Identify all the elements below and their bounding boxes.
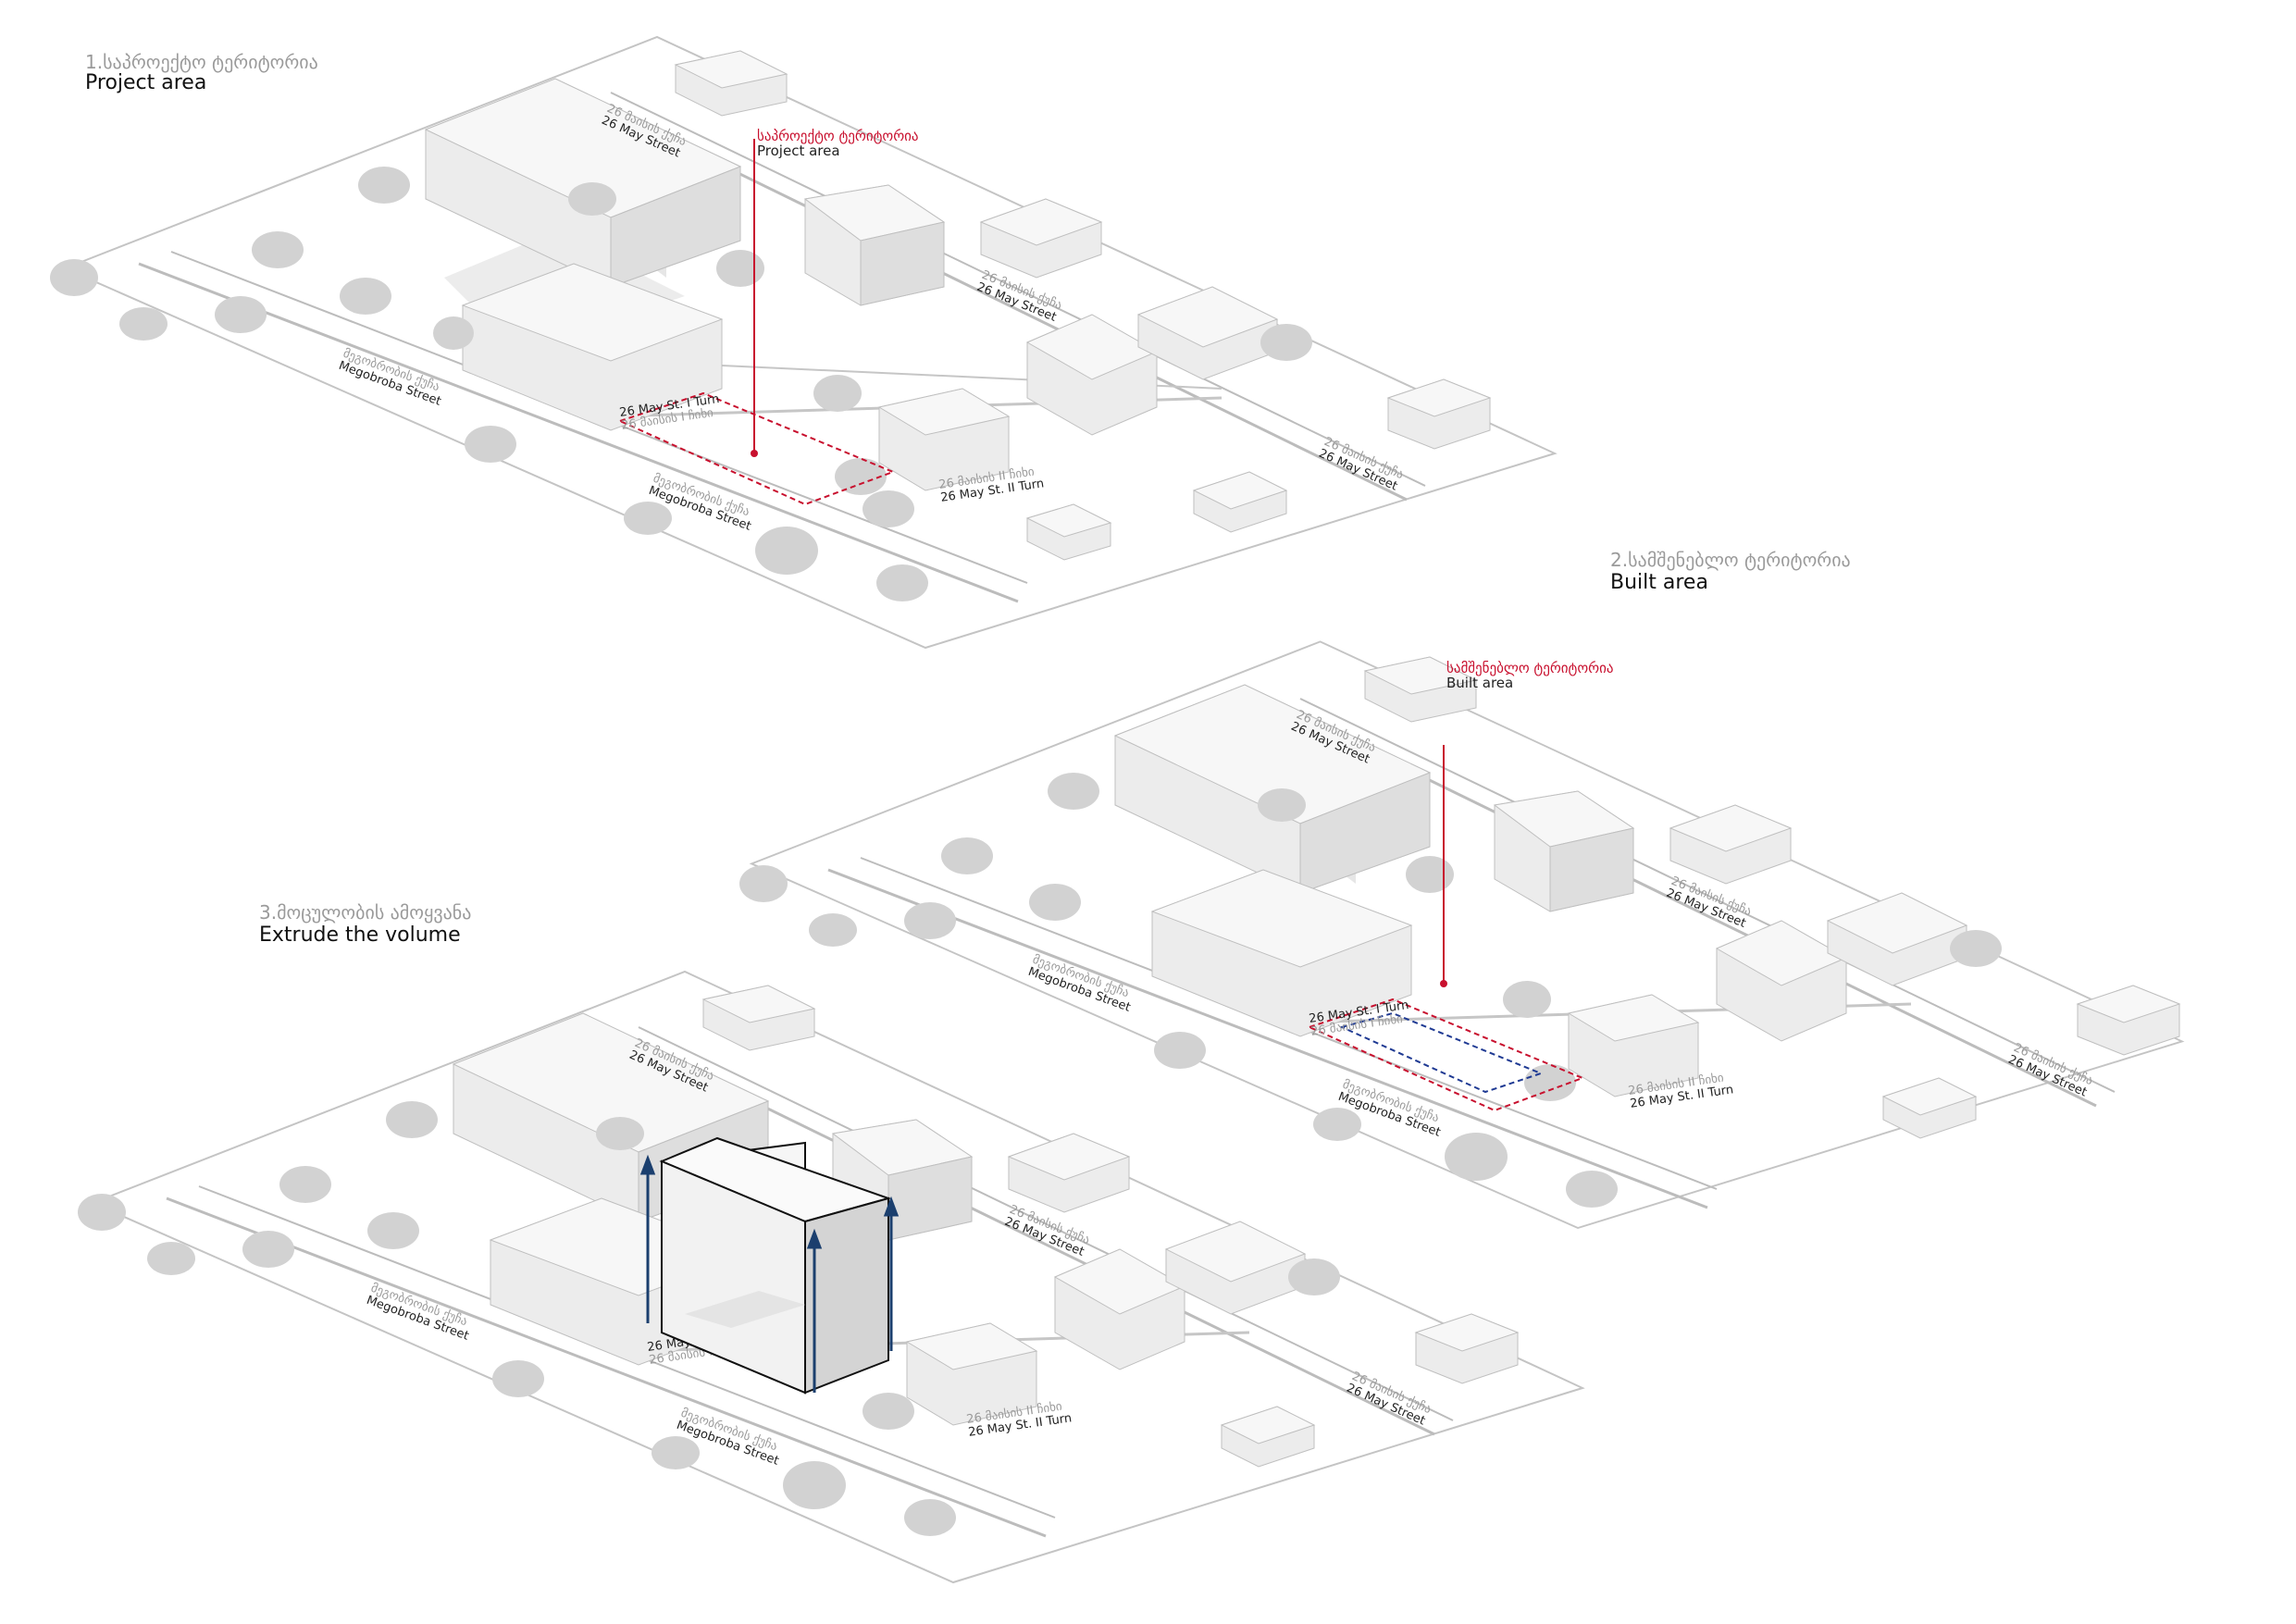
panel-heading-en: Project area (85, 71, 206, 94)
volume-shadow (685, 1291, 805, 1328)
may26-road-edge (1299, 698, 2116, 1093)
panel-heading-ka: 3.მოცულობის ამოყვანა (259, 901, 471, 924)
trees (78, 1101, 1340, 1536)
building (1363, 656, 1478, 723)
isometric-site-map: 26 მაისის ქუჩა 26 May Street 26 მაისის ქ… (50, 35, 1558, 650)
annotation-label-ka: სამშენებლო ტერიტორია (1446, 660, 1613, 676)
annotation-label-en: Project area (757, 143, 840, 159)
volume-left-face (661, 1159, 806, 1395)
panel-heading-ka: 1.საპროექტო ტერიტორია (85, 51, 318, 73)
building (674, 50, 788, 117)
panel-built-area: 26 მაისის ქუჩა 26 May Street 26 მაისის ქ… (739, 549, 2185, 1230)
building (1025, 314, 1159, 436)
project-boundary (617, 391, 896, 506)
panel-heading-en: Built area (1610, 571, 1708, 594)
building (1386, 378, 1492, 450)
annotation-label-ka: საპროექტო ტერიტორია (757, 128, 919, 144)
building (1164, 1221, 1307, 1315)
building (1493, 790, 1635, 912)
isometric-site-map: 26 მაისის ქუჩა 26 May Street 26 მაისის ქ… (739, 640, 2185, 1230)
trees (50, 167, 1312, 601)
building (1053, 1248, 1186, 1370)
extrusion-arrows (639, 1154, 900, 1393)
extruded-volume (659, 1136, 892, 1395)
panel-heading-ka: 2.სამშენებლო ტერიტორია (1610, 549, 1851, 571)
building (1025, 503, 1112, 561)
annotation-dot (1440, 980, 1447, 987)
panel-extrude-volume: 26 მაისის ქუჩა 26 May Street 26 მაისის ქ… (78, 901, 1585, 1584)
panel-heading-en: Extrude the volume (259, 924, 461, 947)
building (2076, 985, 2181, 1056)
building (1567, 994, 1700, 1097)
building (1007, 1133, 1131, 1213)
building (461, 263, 724, 431)
building (1192, 471, 1288, 533)
annotation-dot (751, 450, 758, 457)
building (701, 985, 816, 1051)
may26-road-edge (610, 92, 1426, 487)
building (803, 184, 946, 306)
building (1414, 1313, 1520, 1384)
building (424, 78, 742, 288)
megobroba-road (827, 868, 1708, 1209)
building (1669, 804, 1793, 885)
building (1881, 1077, 1978, 1139)
building (877, 388, 1011, 491)
project-boundary (1307, 998, 1585, 1112)
site-ground (749, 640, 2185, 1230)
annotation-label-en: Built area (1446, 675, 1513, 691)
megobroba-road (138, 262, 1019, 603)
trees (739, 773, 2002, 1208)
panel-project-area: 26 მაისის ქუჩა 26 May Street 26 მაისის ქ… (50, 35, 1558, 650)
building (905, 1322, 1038, 1426)
building (1113, 684, 1432, 894)
megobroba-road (166, 1196, 1047, 1538)
volume-side-face (804, 1196, 889, 1395)
building (1136, 286, 1279, 380)
building (1826, 892, 1968, 986)
building (1715, 920, 1848, 1042)
building (1150, 869, 1413, 1037)
isometric-site-map: 26 მაისის ქუჩა 26 May Street 26 მაისის ქ… (78, 970, 1585, 1584)
building (979, 198, 1103, 279)
building (1220, 1406, 1316, 1468)
may26-road-edge (638, 1026, 1454, 1421)
